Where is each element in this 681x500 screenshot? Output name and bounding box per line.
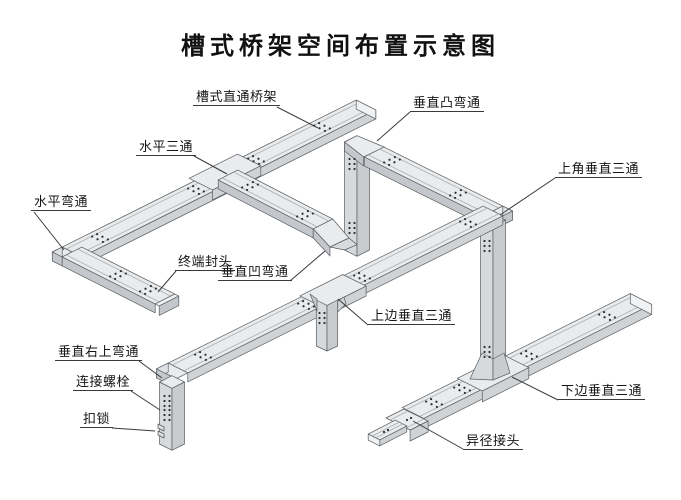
label-top-edge-vertical-tee: 上边垂直三通 [368, 308, 456, 326]
label-vertical-right-up-bend: 垂直右上弯通 [55, 344, 143, 362]
label-reducer-joint: 异径接头 [463, 433, 524, 451]
label-bottom-edge-vertical-tee: 下边垂直三通 [558, 383, 646, 401]
label-connecting-bolt: 连接螺栓 [73, 374, 134, 392]
label-horizontal-bend: 水平弯通 [31, 194, 92, 212]
page-title: 槽式桥架空间布置示意图 [181, 34, 500, 60]
label-end-cap: 终端封头 [175, 254, 236, 272]
label-vertical-convex-bend: 垂直凸弯通 [410, 95, 484, 113]
label-upper-corner-vertical-tee: 上角垂直三通 [555, 161, 643, 179]
label-straight-tray: 槽式直通桥架 [193, 89, 281, 107]
label-vertical-concave-bend: 垂直凹弯通 [218, 264, 292, 282]
label-horizontal-tee: 水平三通 [136, 139, 197, 157]
label-lock: 扣锁 [80, 411, 114, 429]
